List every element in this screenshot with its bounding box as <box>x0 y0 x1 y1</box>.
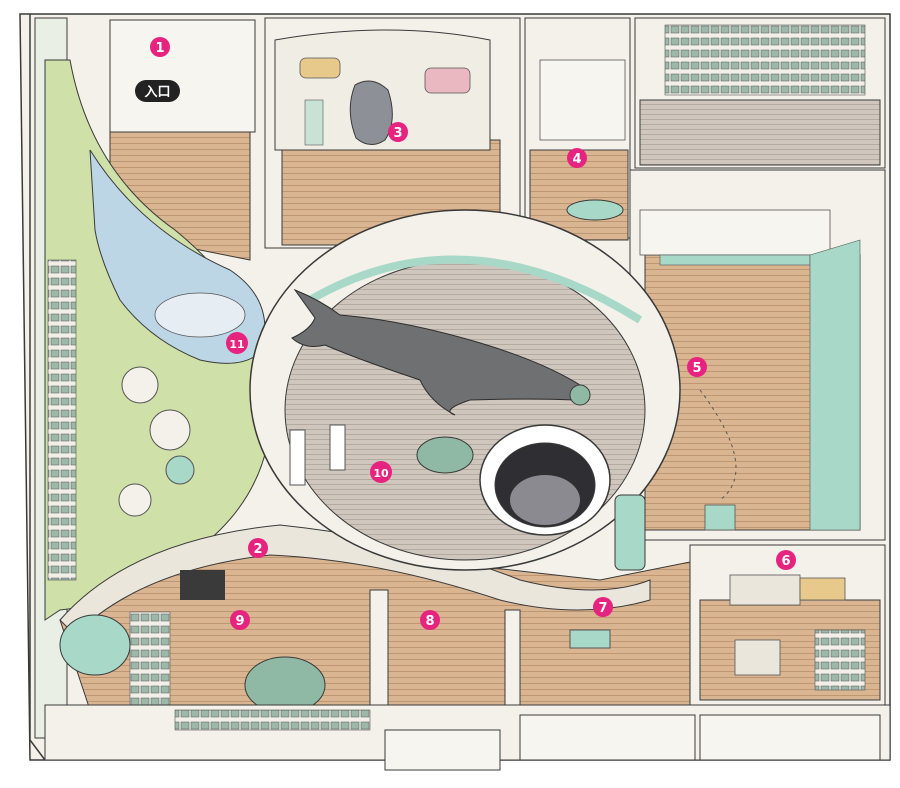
whale-skeleton <box>291 288 586 416</box>
marker-2-label: 2 <box>253 542 262 557</box>
room-3 <box>264 17 521 249</box>
marker-11-label: 11 <box>229 338 244 351</box>
marker-3: 3 <box>388 122 408 142</box>
marker-11: 11 <box>226 332 248 354</box>
marker-9: 9 <box>230 610 250 630</box>
marker-2: 2 <box>248 538 268 558</box>
room-4 <box>524 17 631 241</box>
lower-hall <box>59 524 701 714</box>
marker-6-label: 6 <box>781 554 790 569</box>
green-area <box>44 59 272 621</box>
marker-5: 5 <box>687 357 707 377</box>
central-rotunda <box>249 209 681 571</box>
marker-9-label: 9 <box>235 614 244 629</box>
marker-10-label: 10 <box>373 467 389 480</box>
marker-8: 8 <box>420 610 440 630</box>
entrance-label: 入口 <box>144 85 170 100</box>
room-5 <box>629 169 886 541</box>
marker-5-label: 5 <box>692 361 701 376</box>
marker-3-label: 3 <box>393 126 402 141</box>
marker-10: 10 <box>370 461 392 483</box>
marker-8-label: 8 <box>425 614 434 629</box>
front-facade <box>44 704 891 771</box>
marker-6: 6 <box>776 550 796 570</box>
marker-4: 4 <box>567 148 587 168</box>
entrance-sign: 入口 <box>135 80 180 102</box>
marker-1-label: 1 <box>155 41 164 56</box>
room-6 <box>689 544 886 706</box>
room-upper-right <box>634 17 886 169</box>
marker-4-label: 4 <box>572 152 581 167</box>
marker-1: 1 <box>150 37 170 57</box>
marker-7: 7 <box>593 597 613 617</box>
marker-7-label: 7 <box>598 601 607 616</box>
